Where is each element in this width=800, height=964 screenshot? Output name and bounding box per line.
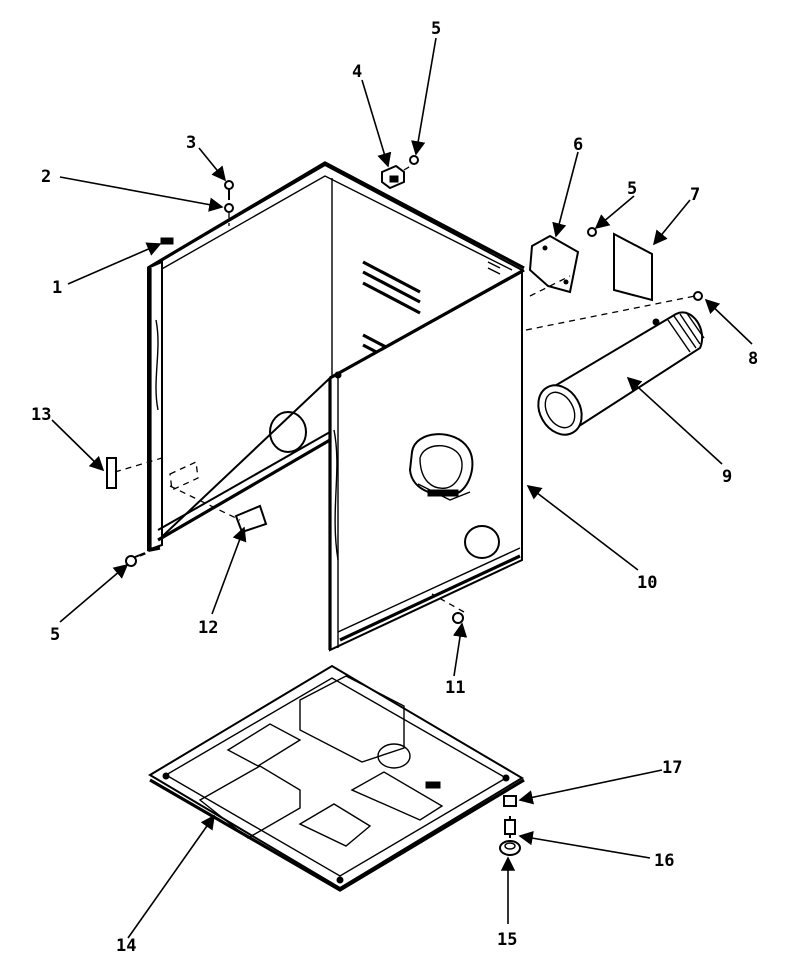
callout-7: 7 [690,185,700,205]
part-9-exhaust-duct [537,311,705,436]
callout-5: 5 [431,19,441,39]
part-13-clip [106,457,117,489]
part-5-screw-side [587,227,597,237]
part-4-bracket [381,164,405,190]
callout-17: 17 [662,758,682,778]
part-5-screw-top [409,155,419,165]
callout-1: 1 [52,278,62,298]
callout-16: 16 [654,851,674,871]
callout-4: 4 [352,62,362,82]
callout-5: 5 [627,179,637,199]
callout-8: 8 [748,349,758,369]
part-7-panel [613,232,653,302]
cabinet-assembly [146,161,525,652]
blower-opening [408,433,474,501]
part-5-screw-left [125,552,146,567]
callout-13: 13 [31,405,51,425]
part-2-washer [224,203,234,213]
part-14-base-pan [148,664,525,892]
part-11-screw [452,612,464,624]
callout-2: 2 [41,167,51,187]
part-16-leg [504,816,516,838]
callout-labels: 1 2 3 4 5 5 5 6 7 8 9 10 11 12 13 14 15 … [31,19,758,956]
assembly-guide-lines [114,163,696,613]
part-12-label [234,504,268,534]
callout-15: 15 [497,930,517,950]
part-3-screw [224,180,234,200]
callout-5: 5 [50,625,60,645]
callout-6: 6 [573,135,583,155]
part-1-clip [160,237,174,245]
part-17-nut [503,795,517,807]
part-15-foot [499,840,521,856]
callout-14: 14 [116,936,136,956]
part-6-plate [528,234,580,294]
callout-9: 9 [722,467,732,487]
callout-3: 3 [186,133,196,153]
callout-11: 11 [445,678,465,698]
callout-10: 10 [637,573,657,593]
part-8-screw [693,291,703,301]
leader-arrows [51,37,753,939]
callout-12: 12 [198,618,218,638]
